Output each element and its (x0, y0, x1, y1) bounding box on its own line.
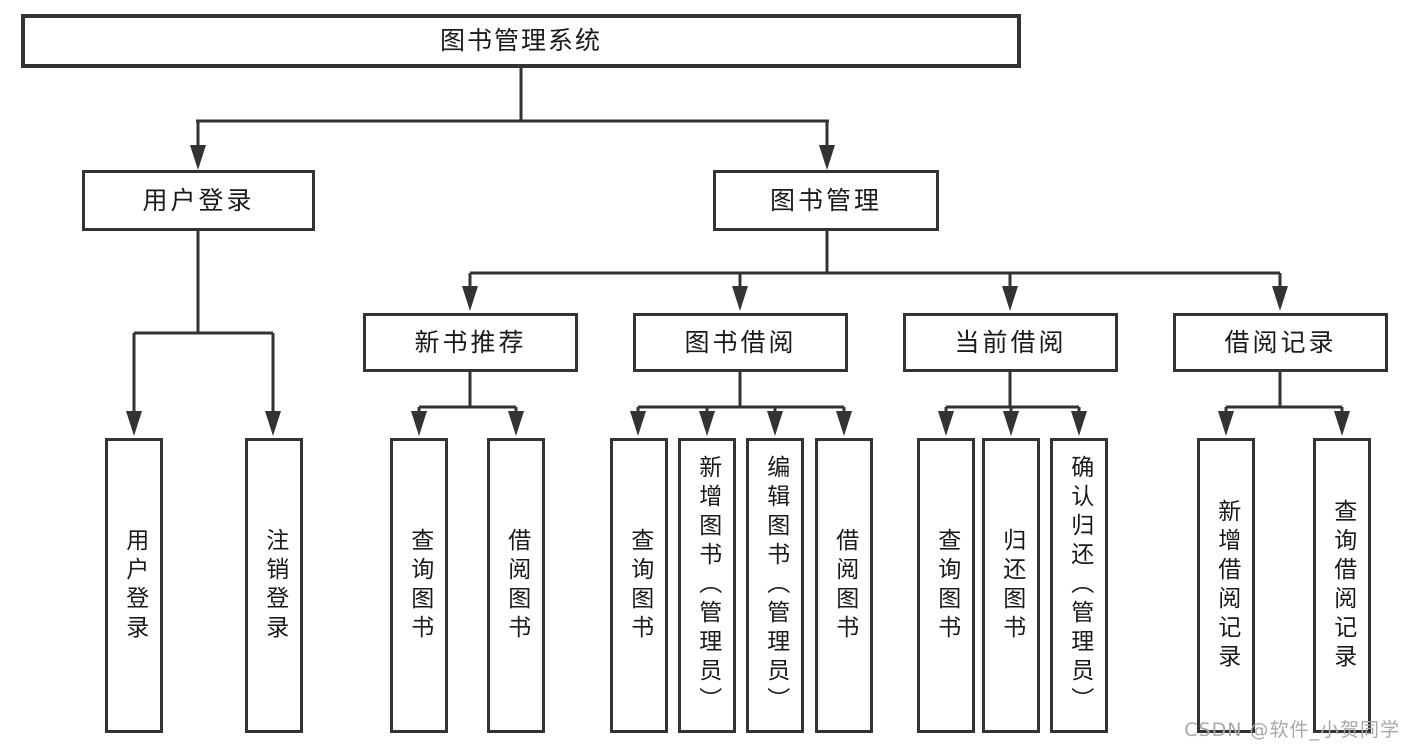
node-leaf-recommend-query-book: 查询图书 (390, 438, 448, 733)
arrowheads (126, 145, 1350, 436)
node-leaf-current-confirm-return-admin: 确认归还（管理员） (1050, 438, 1108, 733)
node-book-borrow: 图书借阅 (633, 313, 848, 372)
node-leaf-recommend-borrow-book: 借阅图书 (487, 438, 545, 733)
node-leaf-records-add-record: 新增借阅记录 (1197, 438, 1255, 733)
node-leaf-borrow-add-book-admin: 新增图书（管理员） (678, 438, 736, 733)
node-leaf-current-return-book: 归还图书 (982, 438, 1040, 733)
watermark-text: CSDN @软件_小贺同学 (1184, 719, 1400, 741)
node-user-login: 用户登录 (82, 170, 315, 231)
node-borrow-records: 借阅记录 (1173, 313, 1388, 372)
node-leaf-user-login: 用户登录 (105, 438, 163, 733)
node-book-management: 图书管理 (713, 170, 939, 231)
node-leaf-records-query-record: 查询借阅记录 (1313, 438, 1371, 733)
node-leaf-borrow-query-book: 查询图书 (610, 438, 668, 733)
node-leaf-logout: 注销登录 (245, 438, 303, 733)
node-current-borrow: 当前借阅 (903, 313, 1118, 372)
node-new-book-recommend: 新书推荐 (363, 313, 578, 372)
node-root-title: 图书管理系统 (21, 14, 1021, 68)
node-leaf-borrow-borrow-book: 借阅图书 (815, 438, 873, 733)
node-leaf-borrow-edit-book-admin: 编辑图书（管理员） (746, 438, 804, 733)
node-leaf-current-query-book: 查询图书 (917, 438, 975, 733)
